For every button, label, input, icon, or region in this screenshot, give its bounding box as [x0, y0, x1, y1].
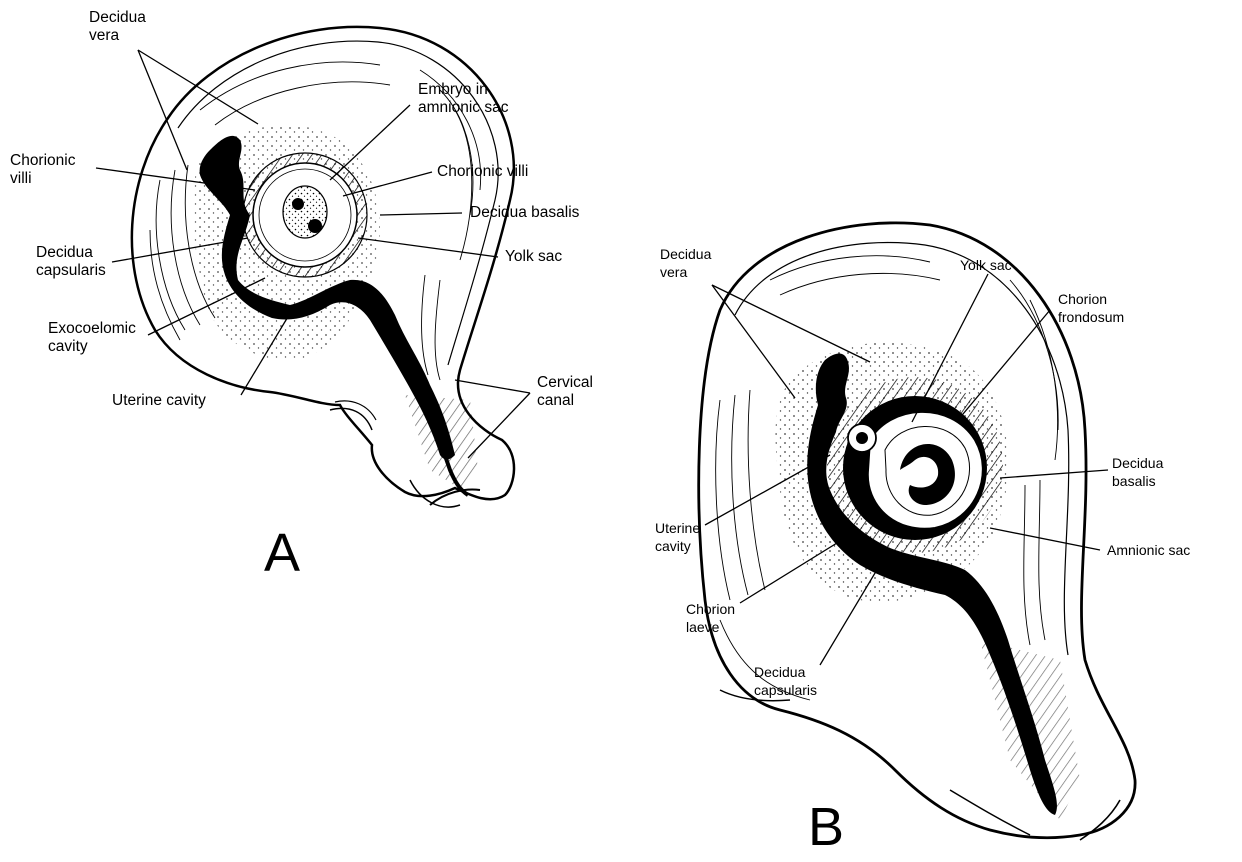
label-a-decidua-capsularis: Decidua capsularis — [36, 244, 106, 280]
label-b-uterine-cavity: Uterine cavity — [655, 519, 700, 555]
label-b-yolk-sac: Yolk sac — [960, 256, 1012, 274]
label-a-decidua-basalis: Decidua basalis — [470, 204, 579, 222]
label-b-amnionic-sac: Amnionic sac — [1107, 541, 1190, 559]
label-b-chorion-laeve: Chorion laeve — [686, 600, 735, 636]
panel-a-letter: A — [264, 526, 300, 580]
label-b-decidua-capsularis: Decidua capsularis — [754, 663, 817, 699]
label-a-yolk-sac: Yolk sac — [505, 248, 562, 266]
label-a-cervical-canal: Cervical canal — [537, 374, 593, 410]
label-b-decidua-basalis: Decidua basalis — [1112, 454, 1163, 490]
label-b-decidua-vera: Decidua vera — [660, 245, 711, 281]
label-a-decidua-vera: Decidua vera — [89, 9, 146, 45]
panel-b-letter: B — [808, 800, 844, 854]
label-a-chorionic-villi-right: Chorionic villi — [437, 163, 528, 181]
label-a-exocoelomic-cavity: Exocoelomic cavity — [48, 320, 136, 356]
label-b-chorion-frondosum: Chorion frondosum — [1058, 290, 1124, 326]
label-a-chorionic-villi-left: Chorionic villi — [10, 152, 75, 188]
label-a-embryo-in-amnionic-sac: Embryo in amnionic sac — [418, 81, 508, 117]
label-a-uterine-cavity: Uterine cavity — [112, 392, 206, 410]
